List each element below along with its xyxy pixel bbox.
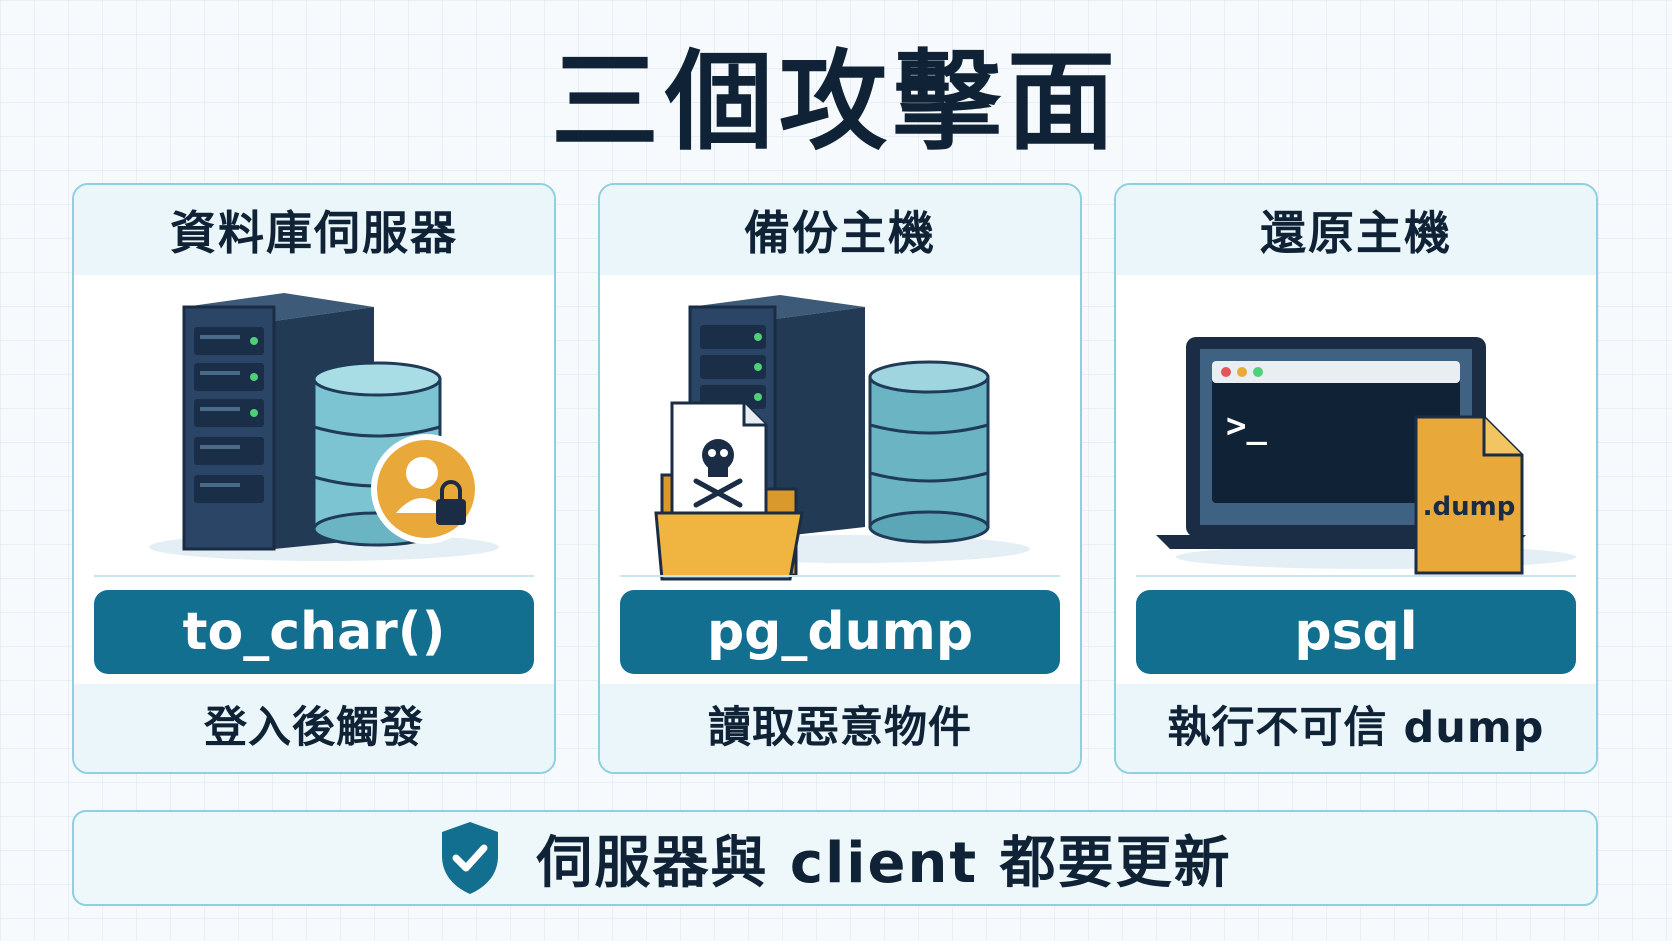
dump-file-label: .dump [1423, 492, 1516, 522]
card-heading: 資料庫伺服器 [74, 185, 554, 275]
user-lock-icon [371, 434, 481, 544]
card-caption: 登入後觸發 [74, 684, 554, 772]
restore-host-illustration: >_ .dump [1156, 337, 1576, 575]
malicious-file-folder-icon [654, 401, 804, 581]
card-divider [94, 575, 534, 577]
backup-host-illustration [654, 295, 1030, 581]
card-restore-host: 還原主機 >_ .dump psql 執行不可信 dump [1114, 183, 1598, 774]
banner-text: 伺服器與 client 都要更新 [536, 830, 1232, 896]
card-divider [620, 575, 1060, 577]
card-database-server: 資料庫伺服器 [72, 183, 556, 774]
card-heading: 還原主機 [1116, 185, 1596, 275]
dump-file-icon: .dump [1414, 415, 1524, 575]
laptop-terminal-icon: >_ [1156, 337, 1526, 549]
card-caption: 執行不可信 dump [1116, 684, 1596, 772]
card-caption: 讀取惡意物件 [600, 684, 1080, 772]
command-pill: to_char() [94, 590, 534, 674]
command-pill: psql [1136, 590, 1576, 674]
command-pill: pg_dump [620, 590, 1060, 674]
card-backup-host: 備份主機 [598, 183, 1082, 774]
database-server-illustration [149, 293, 499, 561]
card-heading: 備份主機 [600, 185, 1080, 275]
terminal-prompt: >_ [1226, 406, 1267, 446]
update-banner: 伺服器與 client 都要更新 [72, 810, 1598, 906]
card-divider [1136, 575, 1576, 577]
shield-check-icon [442, 822, 499, 894]
database-icon [868, 360, 990, 544]
page-title: 三個攻擊面 [550, 40, 1121, 165]
